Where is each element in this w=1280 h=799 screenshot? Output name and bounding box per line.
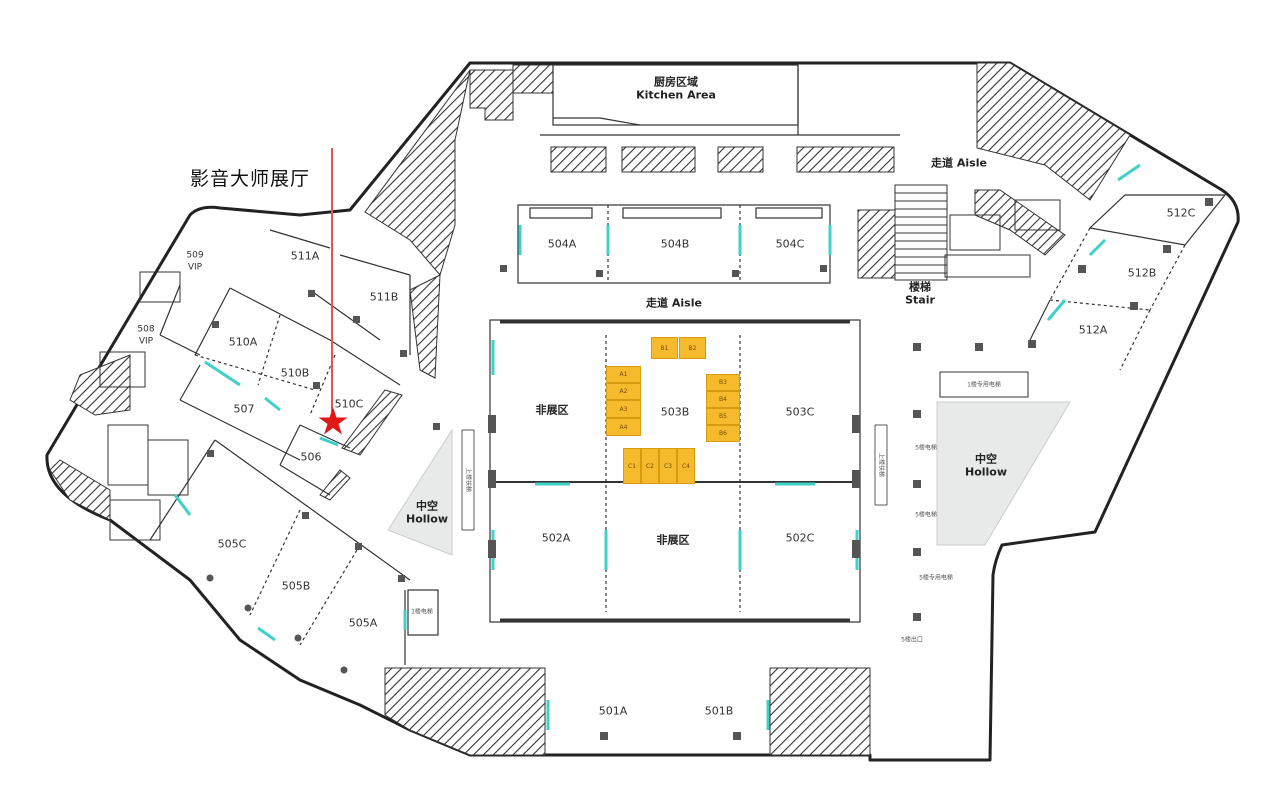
booth-b2[interactable]: B2: [679, 337, 706, 359]
room-504b[interactable]: 504B: [660, 237, 690, 251]
booth-b4[interactable]: B4: [706, 391, 740, 408]
aisle-top-label: 走道 Aisle: [931, 156, 987, 170]
room-505c[interactable]: 505C: [217, 537, 247, 551]
room-510a[interactable]: 510A: [228, 335, 258, 349]
booth-c4[interactable]: C4: [677, 448, 695, 484]
stair-label-cn: 楼梯: [909, 280, 931, 294]
booth-b3[interactable]: B3: [706, 374, 740, 391]
escalator-right-label: 上楼扶梯: [877, 452, 885, 478]
booth-a3[interactable]: A3: [606, 400, 641, 418]
room-512b[interactable]: 512B: [1127, 266, 1157, 280]
side-label-2: 5楼电梯: [915, 511, 937, 519]
room-510b[interactable]: 510B: [280, 366, 310, 380]
booth-c3[interactable]: C3: [659, 448, 677, 484]
room-503c[interactable]: 503C: [785, 405, 815, 419]
room-506[interactable]: 506: [300, 450, 322, 464]
hollow-left-label-cn: 中空: [416, 499, 438, 513]
booth-b5[interactable]: B5: [706, 408, 740, 425]
room-510c[interactable]: 510C: [334, 397, 364, 411]
elevator-box-right: [939, 371, 1029, 398]
room-505b[interactable]: 505B: [281, 579, 311, 593]
side-label-4: 5楼出口: [901, 636, 923, 644]
room-504c[interactable]: 504C: [775, 237, 805, 251]
room-509-vip: VIP: [187, 262, 203, 273]
booth-b6[interactable]: B6: [706, 425, 740, 442]
kitchen-walls: [540, 64, 900, 136]
location-star-icon: [318, 407, 348, 435]
stair-label-en: Stair: [905, 293, 935, 307]
restroom-blocks: [99, 199, 1061, 541]
hollow-right-label-cn: 中空: [975, 452, 997, 466]
non-exhibit-label-1: 非展区: [535, 403, 569, 417]
room-508[interactable]: 508: [137, 324, 155, 335]
room-507[interactable]: 507: [233, 402, 255, 416]
booth-a2[interactable]: A2: [606, 383, 641, 400]
room-511a[interactable]: 511A: [290, 249, 320, 263]
room-509[interactable]: 509: [186, 250, 204, 261]
room-512c[interactable]: 512C: [1166, 206, 1196, 220]
booth-c2[interactable]: C2: [641, 448, 659, 484]
aisle-mid-label: 走道 Aisle: [646, 296, 702, 310]
hollow-right-shape: [936, 401, 1071, 546]
booth-a4[interactable]: A4: [606, 418, 641, 436]
elevator-left-label: 1楼电梯: [411, 608, 433, 616]
hollow-left-label-en: Hollow: [405, 512, 449, 526]
room-501a[interactable]: 501A: [598, 704, 628, 718]
hollow-right-label-en: Hollow: [964, 465, 1008, 479]
rooms-512: [1029, 194, 1227, 371]
booth-a1[interactable]: A1: [606, 366, 641, 383]
elevator-right-label: 1楼专用电梯: [967, 381, 1001, 389]
room-505a[interactable]: 505A: [348, 616, 378, 630]
room-502a[interactable]: 502A: [541, 531, 571, 545]
room-508-vip: VIP: [138, 336, 154, 347]
booth-c1[interactable]: C1: [623, 448, 641, 484]
room-503b[interactable]: 503B: [660, 405, 690, 419]
kitchen-label-cn: 厨房区域: [654, 75, 698, 89]
stair-lines: [894, 184, 948, 281]
escalator-left-label: 上楼扶梯: [464, 467, 472, 493]
room-501b[interactable]: 501B: [704, 704, 734, 718]
annotation-title: 影音大师展厅: [190, 168, 311, 190]
side-label-3: 5楼专用电梯: [919, 574, 953, 582]
side-label-1: 5楼电梯: [915, 444, 937, 452]
hollow-left-shape: [387, 428, 453, 556]
room-502c[interactable]: 502C: [785, 531, 815, 545]
escalators: [461, 424, 888, 531]
teal-door-accents: [173, 163, 1141, 730]
booth-b1[interactable]: B1: [651, 337, 678, 359]
rooms-left-wing: [149, 229, 439, 665]
kitchen-label-en: Kitchen Area: [636, 88, 716, 102]
non-exhibit-label-2: 非展区: [656, 533, 690, 547]
pillars: [206, 198, 1213, 740]
hatched-zones: [49, 62, 1131, 756]
room-511b[interactable]: 511B: [369, 290, 399, 304]
room-512a[interactable]: 512A: [1078, 323, 1108, 337]
room-504a[interactable]: 504A: [547, 237, 577, 251]
